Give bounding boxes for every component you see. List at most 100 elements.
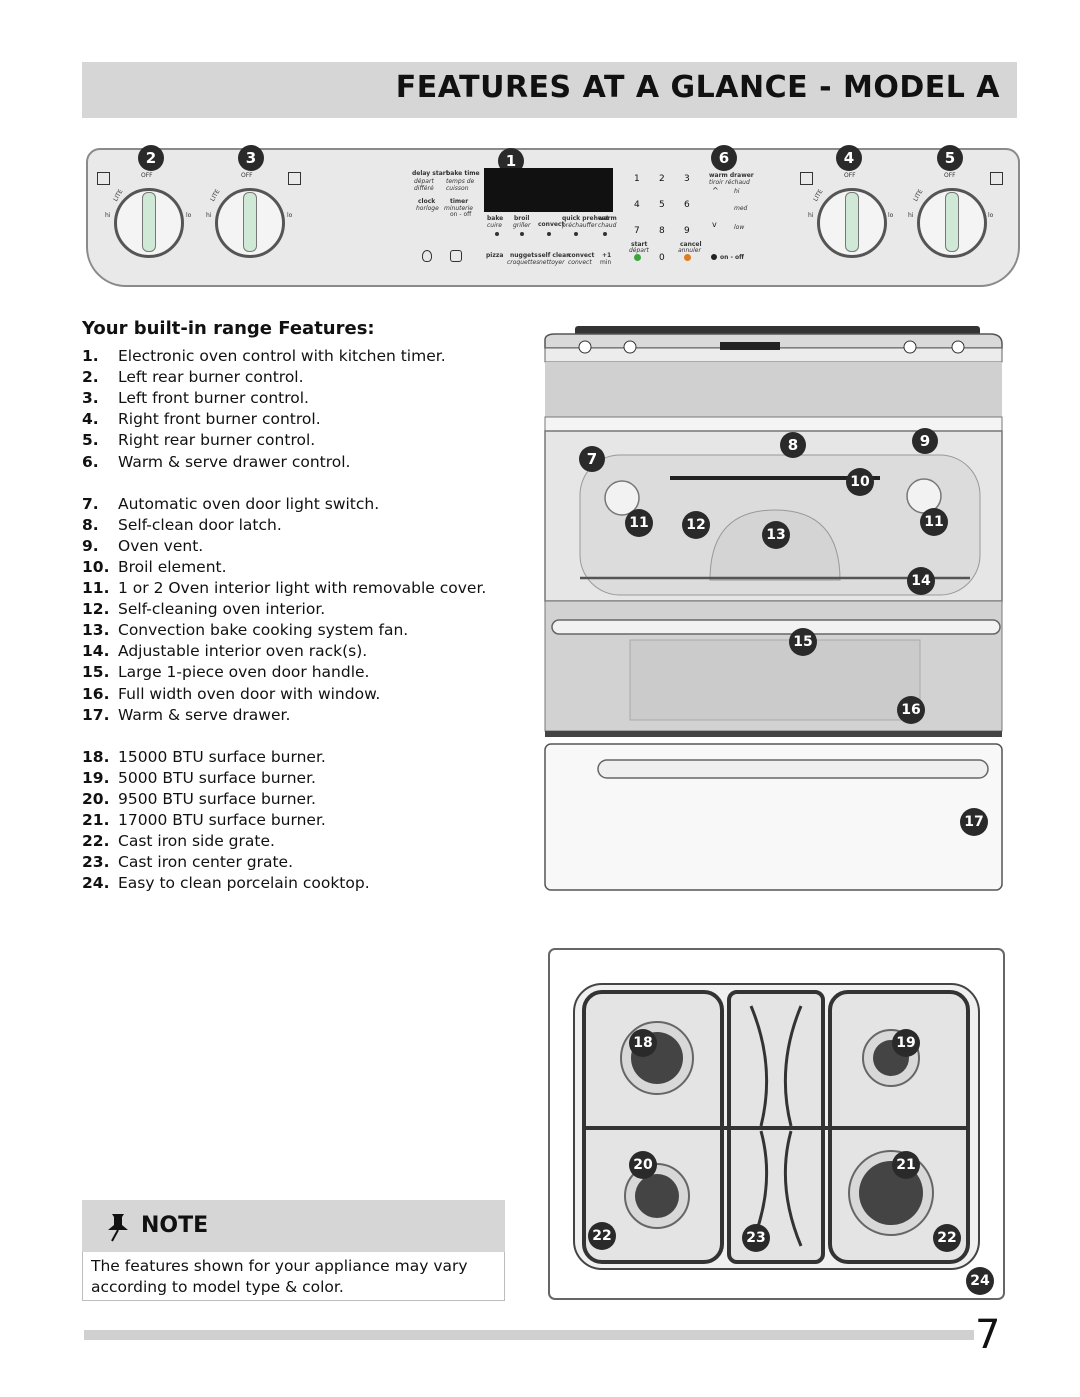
feature-item: 10.Broil element.	[82, 558, 227, 576]
callout-7: 7	[579, 446, 605, 472]
feature-text: 5000 BTU surface burner.	[118, 768, 316, 787]
knob-hi-label: hi	[105, 212, 111, 219]
timer-label: timer	[450, 198, 469, 205]
feature-text: 9500 BTU surface burner.	[118, 789, 316, 808]
feature-number: 8.	[82, 515, 99, 534]
note-title: NOTE	[141, 1213, 209, 1238]
warm-level-hi: hi	[734, 188, 740, 195]
knob-lo-label: lo	[287, 212, 293, 219]
burner-position-icon	[288, 172, 301, 185]
delay-start-label: delay start	[412, 170, 449, 177]
feature-text: Left front burner control.	[118, 389, 309, 408]
warm-drawer-fr: tiroir réchaud	[709, 179, 750, 186]
callout-3: 3	[238, 145, 264, 171]
feature-item: 21. 17000 BTU surface burner.	[82, 811, 326, 829]
feature-number: 23.	[82, 853, 110, 872]
feature-number: 15.	[82, 663, 110, 682]
knob-grip	[142, 192, 156, 252]
self-clean-label: self clean	[538, 252, 571, 259]
feature-item: 4.Right front burner control.	[82, 410, 321, 428]
feature-item: 14.Adjustable interior oven rack(s).	[82, 642, 367, 660]
feature-item: 3. Left front burner control.	[82, 389, 309, 407]
feature-item: 16.Full width oven door with window.	[82, 685, 380, 703]
feature-item: 11. 1 or 2 Oven interior light with remov…	[82, 579, 486, 597]
page-number: 7	[975, 1312, 1001, 1358]
convect-label-2: convect	[568, 252, 595, 259]
feature-number: 3.	[82, 389, 99, 408]
feature-number: 17.	[82, 705, 110, 724]
quick-preheat-label: quick preheat	[562, 215, 609, 222]
callout-17: 17	[960, 808, 988, 836]
feature-text: 17000 BTU surface burner.	[118, 811, 326, 829]
feature-text: Full width oven door with window.	[118, 684, 381, 703]
burner-position-icon	[800, 172, 813, 185]
feature-item: 17.Warm & serve drawer.	[82, 706, 290, 724]
keypad-4: 4	[634, 200, 640, 210]
knob-grip	[945, 192, 959, 252]
feature-item: 8.Self-clean door latch.	[82, 516, 282, 534]
knob-lo-label: lo	[988, 212, 994, 219]
feature-text: 15000 BTU surface burner.	[118, 747, 326, 766]
features-heading: Your built-in range Features:	[82, 318, 375, 339]
feature-number: 21.	[82, 811, 110, 829]
feature-number: 22.	[82, 832, 110, 851]
note-text: The features shown for your appliance ma…	[91, 1257, 468, 1296]
callout-11: 11	[625, 509, 653, 537]
callout-13: 13	[762, 521, 790, 549]
warm-level-low: low	[734, 224, 745, 231]
warm-fr: chaud	[598, 222, 617, 229]
burner-position-icon	[97, 172, 110, 185]
feature-text: Electronic oven control with kitchen tim…	[118, 347, 446, 365]
feature-item: 9.Oven vent.	[82, 537, 203, 555]
down-arrow-icon: v	[712, 220, 717, 229]
feature-number: 19.	[82, 768, 110, 787]
feature-number: 11.	[82, 579, 110, 597]
feature-text: Adjustable interior oven rack(s).	[118, 642, 368, 661]
cooktop-illustration	[548, 948, 1005, 1300]
feature-item: 18. 15000 BTU surface burner.	[82, 748, 326, 766]
knob-hi-label: hi	[206, 212, 212, 219]
keypad-3: 3	[684, 174, 690, 184]
note-header	[82, 1200, 505, 1252]
broil-label: broil	[514, 215, 530, 222]
knob-off-label: OFF	[844, 172, 856, 179]
feature-item: 5.Right rear burner control.	[82, 431, 315, 449]
feature-text: 1 or 2 Oven interior light with removabl…	[118, 579, 487, 597]
left-rear-burner-knob	[114, 188, 184, 258]
right-front-burner-knob	[817, 188, 887, 258]
feature-text: Cast iron center grate.	[118, 853, 294, 872]
lock-icon	[450, 250, 462, 262]
left-front-burner-knob	[215, 188, 285, 258]
feature-text: Cast iron side grate.	[118, 832, 275, 851]
callout-22-right: 22	[933, 1224, 961, 1252]
keypad-0: 0	[659, 253, 665, 263]
feature-number: 13.	[82, 621, 110, 640]
feature-item: 2.Left rear burner control.	[82, 368, 304, 386]
timer-sub: on - off	[450, 211, 472, 218]
feature-number: 9.	[82, 536, 99, 555]
callout-8: 8	[780, 432, 806, 458]
keypad-6: 6	[684, 200, 690, 210]
keypad-8: 8	[659, 226, 665, 236]
feature-text: Convection bake cooking system fan.	[118, 621, 409, 640]
feature-text: Warm & serve drawer control.	[118, 452, 351, 471]
feature-text: Easy to clean porcelain cooktop.	[118, 874, 370, 893]
clock-label: clock	[418, 198, 436, 205]
cancel-fr: annuler	[678, 247, 701, 254]
indicator-dot	[603, 232, 607, 236]
feature-number: 18.	[82, 747, 110, 766]
knob-lo-label: lo	[186, 212, 192, 219]
warm-drawer-on-off: on - off	[720, 254, 745, 261]
convect-label: convect	[538, 221, 565, 228]
oven-display	[484, 168, 613, 212]
feature-item: 22. Cast iron side grate.	[82, 832, 275, 850]
nuggets-label: nuggets	[510, 252, 538, 259]
feature-item: 1.Electronic oven control with kitchen t…	[82, 347, 446, 365]
start-fr: départ	[629, 247, 649, 254]
pushpin-icon	[108, 1214, 128, 1242]
convect-fr: convect	[568, 259, 592, 266]
indicator-dot	[520, 232, 524, 236]
feature-item: 7.Automatic oven door light switch.	[82, 495, 379, 513]
feature-number: 7.	[82, 494, 99, 513]
callout-12: 12	[682, 511, 710, 539]
